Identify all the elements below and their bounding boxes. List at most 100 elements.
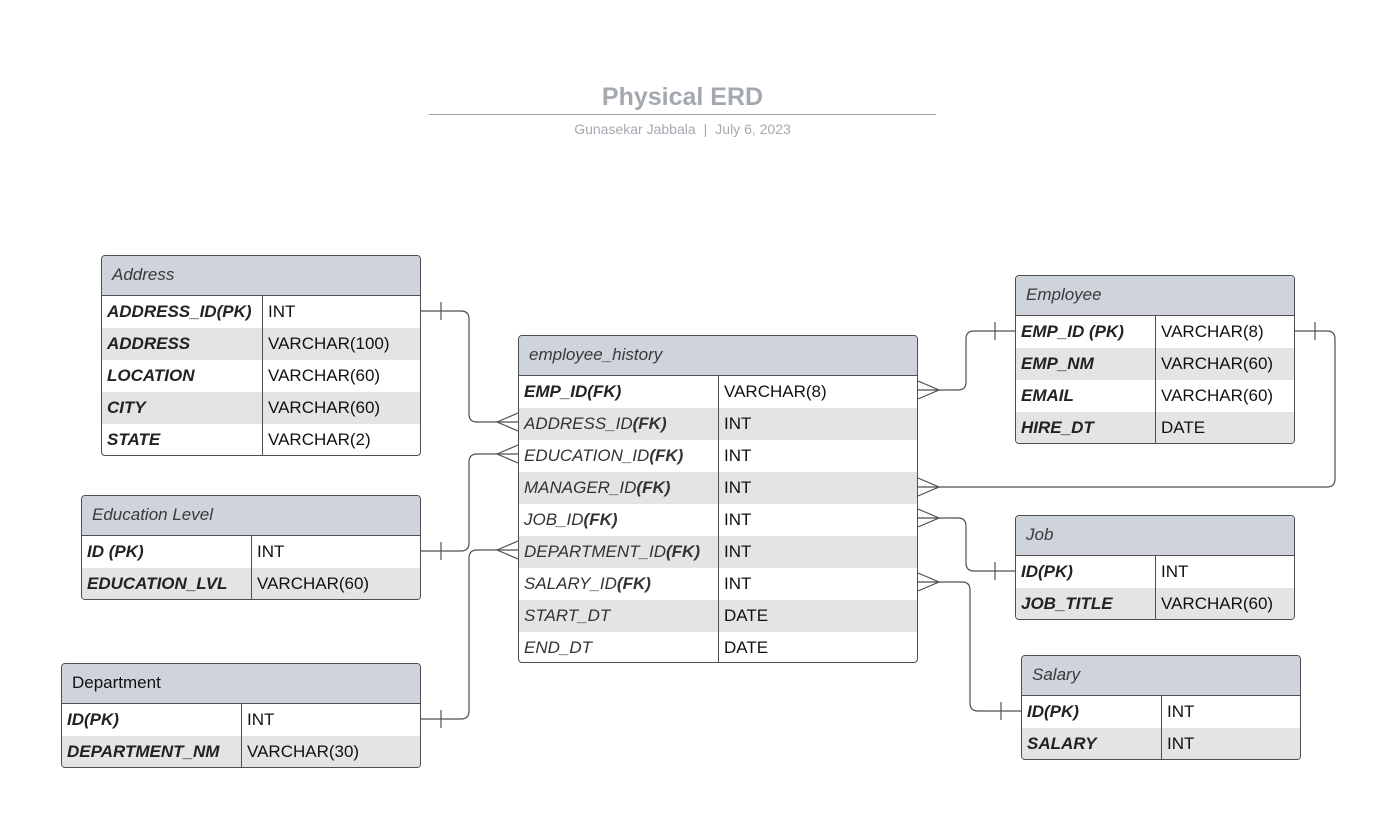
field-label: DEPARTMENT_ID [524,542,667,561]
field-name: ID(PK) [62,704,242,736]
field-type: VARCHAR(2) [268,430,371,449]
table-row: CITY VARCHAR(60) [102,392,420,424]
field-type: VARCHAR(60) [1161,594,1274,613]
table-row: ID (PK) INT [82,536,420,568]
field-type: VARCHAR(60) [1161,386,1274,405]
field-name: ID (PK) [82,536,252,568]
field-name: ID(PK) [1016,556,1156,588]
fk-label: (FK) [632,414,667,433]
field-name: EMP_NM [1016,348,1156,380]
many-marker-education [496,444,519,464]
field-type: VARCHAR(60) [257,574,370,593]
address-entity-title: Address [102,256,420,296]
link-education-history [421,453,518,552]
diagram-subtitle: Gunasekar Jabbala | July 6, 2023 [429,121,936,137]
field-name: EDUCATION_ID(FK) [519,440,719,472]
field-type: INT [1167,734,1195,753]
field-type: VARCHAR(30) [247,742,360,761]
author-name: Gunasekar Jabbala [574,121,696,137]
table-row: DEPARTMENT_ID(FK) INT [519,536,917,568]
employee-history-entity-title: employee_history [519,336,917,376]
table-row: ID(PK) INT [1016,556,1294,588]
table-row: DEPARTMENT_NM VARCHAR(30) [62,736,420,767]
employee-entity-title: Employee [1016,276,1294,316]
field-type: VARCHAR(8) [724,382,827,401]
field-type: VARCHAR(60) [268,366,381,385]
link-address-history [421,310,518,423]
field-type: VARCHAR(60) [1161,354,1274,373]
many-marker-address [496,412,519,432]
field-type: INT [1161,562,1189,581]
field-name: SALARY [1022,728,1162,759]
job-entity[interactable]: Job ID(PK) INT JOB_TITLE VARCHAR(60) [1015,515,1295,620]
diagram-title: Physical ERD [601,83,764,111]
field-name: JOB_TITLE [1016,588,1156,619]
field-type: INT [724,510,752,529]
table-row: MANAGER_ID(FK)INT [519,472,917,504]
field-name: START_DT [519,600,719,632]
many-marker-employee [917,380,941,400]
table-row: ADDRESS_ID(FK)INT [519,408,917,440]
fk-label: (FK) [636,478,671,497]
field-type: INT [247,710,275,729]
diagram-date: July 6, 2023 [715,121,791,137]
field-name: JOB_ID(FK) [519,504,719,536]
field-type: INT [268,302,296,321]
many-marker-salary [917,572,941,592]
field-name: EMAIL [1016,380,1156,412]
fk-label: (FK) [616,574,651,593]
table-row: EMAIL VARCHAR(60) [1016,380,1294,412]
field-type: INT [724,446,752,465]
link-employee-manager [918,330,1336,488]
field-name: HIRE_DT [1016,412,1156,443]
many-marker-job [917,508,941,528]
job-entity-title: Job [1016,516,1294,556]
field-type: DATE [724,606,769,625]
field-name: END_DT [519,632,719,662]
link-department-history [421,549,518,720]
employee-history-entity[interactable]: employee_history EMP_ID(FK) VARCHAR(8) AD… [518,335,918,663]
table-row: JOB_ID(FK) INT [519,504,917,536]
table-row: START_DT DATE [519,600,917,632]
field-type: INT [724,574,752,593]
field-type: INT [724,542,752,561]
field-name: SALARY_ID(FK) [519,568,719,600]
link-job-history [918,517,1015,572]
fk-label: (FK) [583,510,618,529]
many-marker-manager [917,477,941,497]
education-level-entity[interactable]: Education Level ID (PK) INT EDUCATION_LVL… [81,495,421,600]
field-label: EDUCATION_ID [524,446,650,465]
field-type: INT [257,542,285,561]
field-name: MANAGER_ID(FK) [519,472,719,504]
table-row: ID(PK) INT [62,704,420,736]
field-name: CITY [102,392,263,424]
diagram-header: Physical ERD Gunasekar Jabbala | July 6, 2… [429,80,936,137]
field-type: DATE [724,638,769,657]
field-name: DEPARTMENT_NM [62,736,242,767]
field-type: INT [1167,702,1195,721]
table-row: STATE VARCHAR(2) [102,424,420,455]
field-name: STATE [102,424,263,455]
field-label: JOB_ID [524,510,584,529]
fk-label: (FK) [666,542,700,561]
table-row: END_DT DATE [519,632,917,662]
title-divider [429,114,936,115]
education-entity-title: Education Level [82,496,420,536]
field-type: VARCHAR(8) [1161,322,1264,341]
field-name: EMP_ID(FK) [519,376,719,408]
link-employee-history [918,330,1015,391]
subtitle-separator: | [703,121,708,137]
link-salary-history [918,581,1021,712]
table-row: JOB_TITLE VARCHAR(60) [1016,588,1294,619]
table-row: ADDRESS_ID(PK)INT [102,296,420,328]
many-marker-department [496,540,519,560]
field-name: ID(PK) [1022,696,1162,728]
field-type: VARCHAR(60) [268,398,381,417]
